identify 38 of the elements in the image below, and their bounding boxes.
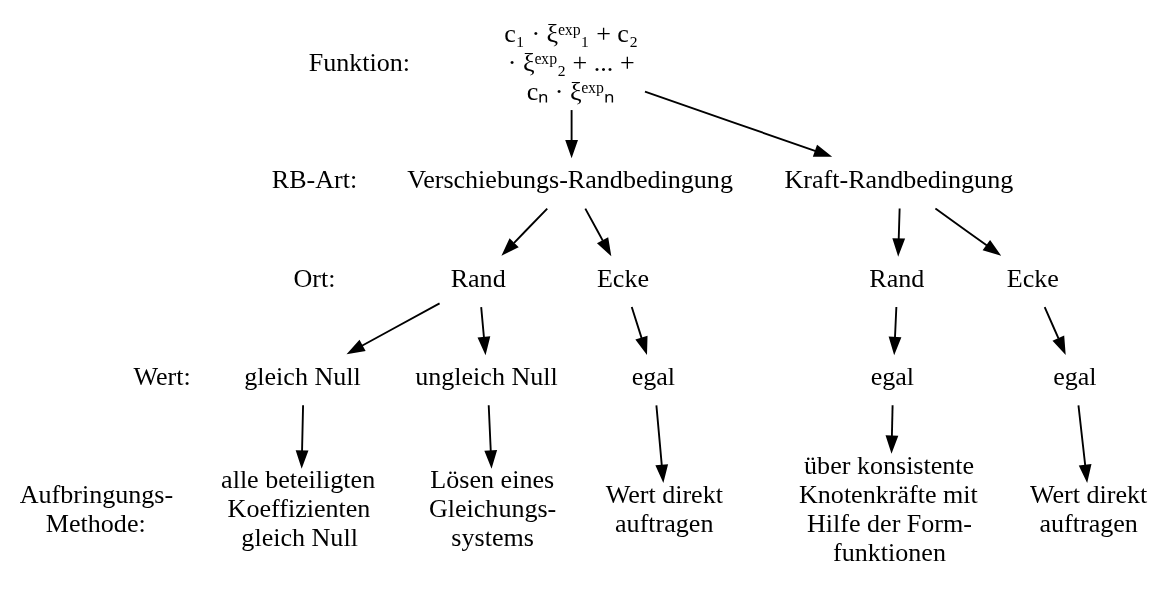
node-text: gleich Null (244, 362, 361, 392)
node-text: c₁ · ξᵉˣᵖ₁ + c₂ · ξᵉˣᵖ₂ + ... + cₙ · ξᵉˣᵖₙ (504, 19, 639, 107)
label: Wert: (133, 362, 191, 392)
node-text: egal (1053, 362, 1097, 392)
arrow (565, 109, 578, 159)
node-text: Kraft-Randbedingung (784, 165, 1014, 195)
node-text: egal (870, 362, 915, 392)
node-text: Rand (869, 263, 925, 293)
node-text: Verschiebungs-Randbedingung (407, 165, 733, 195)
arrow (477, 306, 491, 356)
arrow (644, 90, 833, 157)
node-text: egal (631, 362, 676, 392)
node-text: über konsistente Knotenkräfte mit Hilfe der Form- funktionen (799, 450, 978, 567)
arrow (630, 306, 648, 355)
node-text: Wert direkt auftragen (1030, 479, 1148, 538)
arrow (295, 404, 309, 469)
arrow (655, 404, 669, 483)
arrow (584, 207, 612, 257)
node-text: Rand (450, 263, 506, 293)
node-text: ungleich Null (415, 362, 558, 392)
arrow (484, 404, 498, 469)
node-text: Lösen eines Gleichungs- systems (428, 465, 557, 553)
node-text: Ecke (596, 263, 650, 293)
arrow (1077, 404, 1092, 483)
label: Ort: (293, 263, 336, 293)
label: Funktion: (308, 48, 411, 78)
arrow (892, 207, 906, 257)
arrow (885, 404, 899, 454)
node-text: Wert direkt auftragen (605, 479, 723, 538)
arrow (501, 207, 549, 256)
label: Aufbringungs- Methode: (19, 479, 174, 538)
arrow (888, 306, 902, 356)
arrow (346, 302, 441, 355)
arrow (934, 207, 1002, 256)
node-text: Ecke (1006, 263, 1059, 293)
arrow (1043, 306, 1066, 355)
label: RB-Art: (271, 165, 358, 195)
node-text: alle beteiligten Koeffizienten gleich Null (221, 465, 376, 553)
